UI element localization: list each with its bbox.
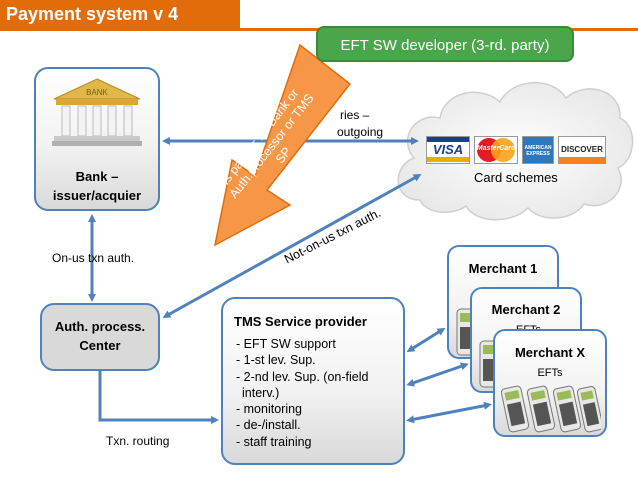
on-us-label: On-us txn auth. <box>52 251 135 265</box>
auth-label-line1: Auth. process. <box>54 319 146 334</box>
tms-item: - de-/install. <box>236 418 301 433</box>
eft-developer-box: EFT SW developer (3-rd. party) <box>316 26 574 62</box>
tms-item: - 2-nd lev. Sup. (on-field <box>236 369 369 384</box>
card-logos: VISA MasterCard AMERICAN EXPRESS DISCOVE… <box>426 134 608 166</box>
amex-logo: AMERICAN EXPRESS <box>522 136 554 164</box>
auth-center-box: Auth. process. Center <box>40 303 160 371</box>
page-title: Payment system v 4 <box>6 4 179 24</box>
eft-terminals-icon <box>501 385 601 433</box>
tms-item: - EFT SW support <box>236 337 336 351</box>
discover-logo: DISCOVER <box>558 136 606 164</box>
mastercard-text: MasterCard <box>476 145 516 152</box>
bank-sign-text: BANK <box>86 88 108 97</box>
card-schemes-label: Card schemes <box>474 170 558 185</box>
arrow-tms-to-merchantx <box>406 401 492 424</box>
discover-text: DISCOVER <box>561 145 603 154</box>
visa-logo: VISA <box>426 136 470 164</box>
tms-title: TMS Service provider <box>234 314 367 329</box>
title-bar: Payment system v 4 <box>0 0 240 28</box>
tms-list: - EFT SW support - 1-st lev. Sup. - 2-nd… <box>236 336 368 450</box>
tms-box: TMS Service provider <box>221 297 405 465</box>
txn-routing-label: Txn. routing <box>106 434 170 448</box>
arrow-auth-to-cardschemes <box>162 174 422 318</box>
tms-item: - monitoring <box>236 402 302 417</box>
merchant-1-name: Merchant 1 <box>468 261 538 276</box>
merchant-x-box: Merchant X EFTs <box>493 329 607 437</box>
card-schemes-partial-line2: outgoing <box>337 125 384 139</box>
partner-arrow-shape <box>213 43 352 247</box>
bank-label-line1: Bank – <box>75 169 119 184</box>
merchant-x-efts: EFTs <box>537 367 563 379</box>
bank-box: BANK Bank – issuer/acquier <box>34 67 160 211</box>
eft-developer-label: EFT SW developer (3-rd. party) <box>340 37 550 54</box>
arrow-auth-to-tms <box>96 362 219 424</box>
visa-text: VISA <box>432 142 464 157</box>
merchant-2-name: Merchant 2 <box>491 302 561 317</box>
tms-item: - 1-st lev. Sup. <box>236 353 316 368</box>
arrow-tms-to-merchant2 <box>406 362 469 387</box>
merchant-x-name: Merchant X <box>514 345 586 360</box>
mastercard-logo: MasterCard <box>474 136 518 164</box>
card-schemes-partial-line1: ries – <box>340 108 370 122</box>
arrow-tms-to-merchant1 <box>406 327 446 353</box>
bank-label-line2: issuer/acquier <box>52 188 142 203</box>
auth-label-line2: Center <box>79 338 121 353</box>
bank-building-icon: BANK <box>52 78 142 146</box>
tms-item: interv.) <box>242 385 280 400</box>
amex-text: AMERICAN EXPRESS <box>524 145 552 157</box>
tms-item: - staff training <box>236 434 312 449</box>
